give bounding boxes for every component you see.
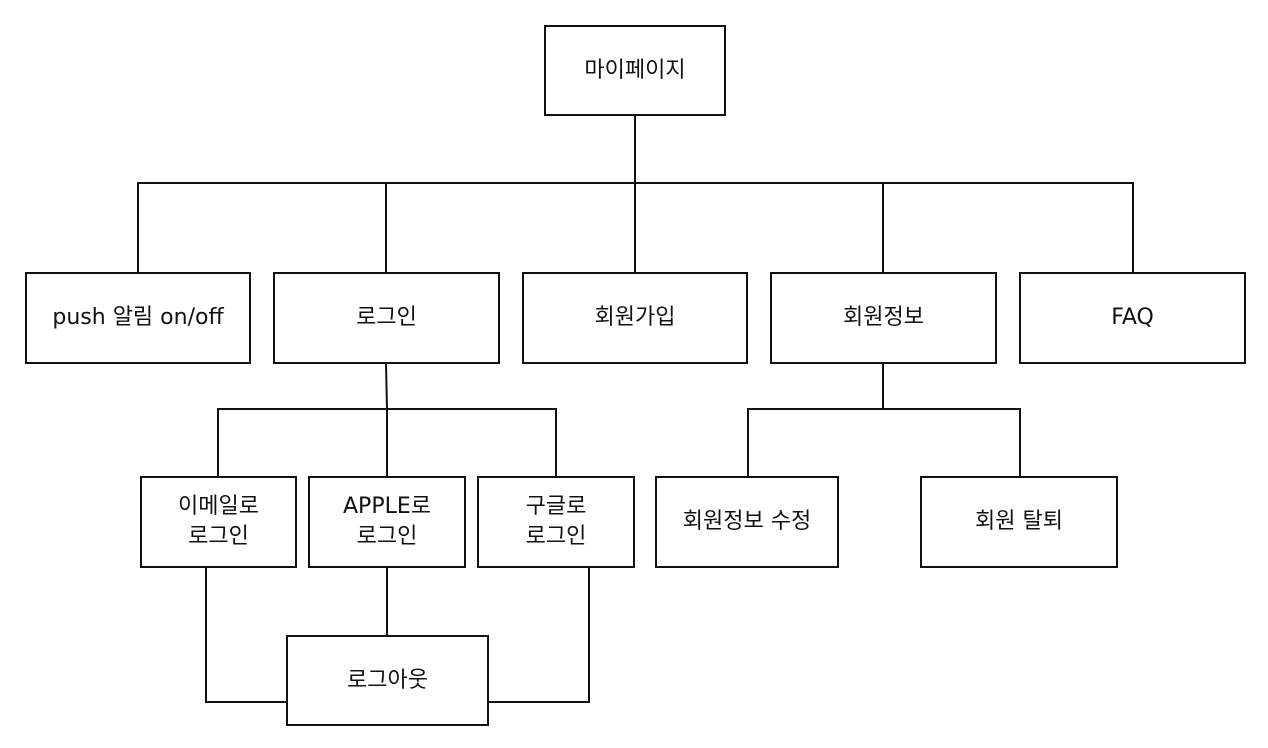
node-login: 로그인 (273, 272, 500, 364)
connector (384, 362, 389, 411)
node-edit-member-info: 회원정보 수정 (655, 476, 839, 568)
node-email-login: 이메일로 로그인 (140, 476, 297, 568)
node-push-notification: push 알림 on/off (25, 272, 251, 364)
node-apple-login: APPLE로 로그인 (308, 476, 466, 568)
node-withdraw: 회원 탈퇴 (920, 476, 1118, 568)
node-faq: FAQ (1019, 272, 1246, 364)
node-signup: 회원가입 (522, 272, 748, 364)
node-google-login: 구글로 로그인 (477, 476, 635, 568)
node-member-info: 회원정보 (770, 272, 997, 364)
node-logout: 로그아웃 (286, 635, 489, 726)
node-mypage: 마이페이지 (544, 25, 726, 116)
